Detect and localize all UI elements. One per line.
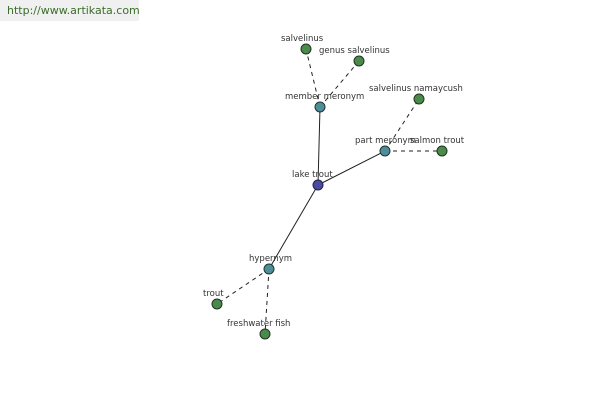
node-part-meronym[interactable] [379, 145, 391, 157]
label-member-meronym: member meronym [285, 92, 364, 102]
edge-member-salvelinus [305, 48, 321, 108]
node-lake-trout[interactable] [312, 179, 324, 191]
label-lake-trout: lake trout [292, 170, 333, 180]
label-part-meronym: part meronym [355, 136, 416, 146]
edge-hypernym-trout [216, 268, 270, 305]
node-genus-salvelinus[interactable] [353, 55, 365, 67]
node-salvelinus[interactable] [300, 43, 312, 55]
edge-part-salvelinus-namaycush [384, 98, 420, 152]
label-salmon-trout: salmon trout [410, 136, 465, 146]
node-trout[interactable] [211, 298, 223, 310]
label-salvelinus: salvelinus [281, 34, 324, 44]
label-hypernym: hypernym [249, 254, 292, 264]
node-salmon-trout[interactable] [436, 145, 448, 157]
node-hypernym[interactable] [263, 263, 275, 275]
label-trout: trout [203, 289, 224, 299]
label-freshwater-fish: freshwater fish [227, 319, 290, 329]
edge-hypernym-freshwater-fish [264, 268, 270, 335]
node-freshwater-fish[interactable] [259, 328, 271, 340]
watermark-link[interactable]: http://www.artikata.com [0, 0, 140, 21]
edge-root-hypernym [268, 184, 319, 270]
label-salvelinus-namaycush: salvelinus namaycush [369, 84, 463, 94]
label-genus-salvelinus: genus salvelinus [319, 46, 390, 56]
node-salvelinus-namaycush[interactable] [413, 93, 425, 105]
node-member-meronym[interactable] [314, 101, 326, 113]
edge-root-member-meronym [317, 106, 321, 186]
edge-root-part-meronym [317, 150, 386, 186]
edge-member-genus-salvelinus [319, 60, 360, 108]
